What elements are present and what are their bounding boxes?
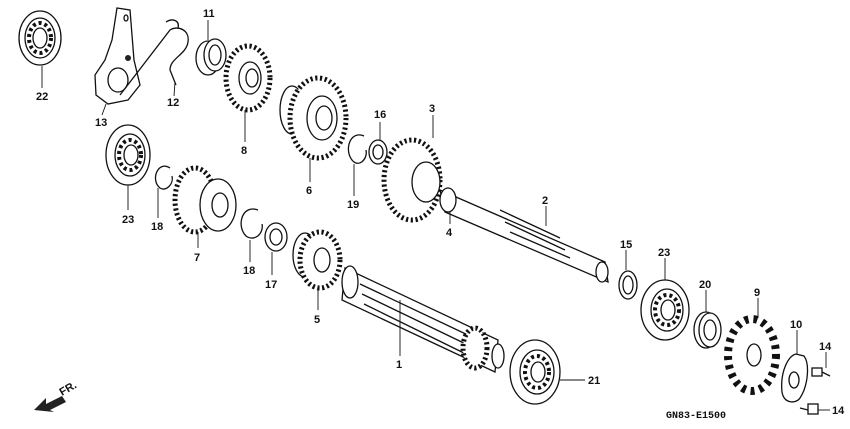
washer-15	[618, 270, 638, 300]
front-arrow-icon	[34, 396, 66, 412]
spring-12	[119, 19, 189, 96]
reference-code: GN83-E1500	[666, 411, 726, 422]
gear-6	[279, 75, 349, 161]
callout-2: 2	[542, 195, 548, 207]
snap-ring-18b	[240, 208, 263, 239]
sprocket-9	[724, 315, 780, 395]
callout-22: 22	[36, 91, 48, 103]
callout-19: 19	[347, 199, 359, 211]
callout-17: 17	[265, 279, 277, 291]
gear-8	[223, 43, 273, 113]
bearing-22	[18, 10, 62, 66]
callout-16: 16	[374, 109, 386, 121]
snap-ring-18a	[154, 165, 173, 190]
callout-18-upper: 18	[151, 221, 163, 233]
callout-21: 21	[588, 375, 600, 387]
bolt-14b	[799, 403, 819, 415]
callout-7: 7	[194, 252, 200, 264]
fixing-plate-10	[781, 353, 809, 403]
oil-seal-20	[693, 311, 722, 349]
washer-17	[264, 222, 288, 252]
callout-18-lower: 18	[243, 265, 255, 277]
callout-23-right: 23	[658, 247, 670, 259]
callout-5: 5	[314, 314, 320, 326]
callout-14-lower: 14	[832, 405, 845, 417]
direction-label: FR.	[58, 379, 79, 398]
callout-6: 6	[306, 185, 312, 197]
bearing-21	[509, 339, 561, 405]
gear-5	[292, 229, 343, 291]
callout-12: 12	[167, 97, 179, 109]
snap-ring-19	[347, 134, 367, 164]
lever-plate-13	[94, 7, 141, 105]
leader-lines	[41, 20, 830, 411]
callout-9: 9	[754, 287, 760, 299]
callout-11: 11	[203, 8, 215, 20]
callout-20: 20	[699, 279, 711, 291]
gear-7	[172, 165, 237, 235]
callout-23-left: 23	[122, 214, 134, 226]
washer-16	[368, 139, 388, 165]
bearing-23-left	[105, 124, 151, 186]
callout-4: 4	[446, 227, 453, 239]
bearing-23-right	[640, 279, 690, 341]
countershaft-2	[439, 187, 609, 284]
callout-3: 3	[429, 103, 435, 115]
callout-14-upper: 14	[819, 341, 832, 353]
collar-11	[195, 38, 227, 76]
callout-1: 1	[396, 359, 402, 371]
callout-10: 10	[790, 319, 802, 331]
gear-3	[381, 137, 443, 223]
bolt-14a	[811, 367, 831, 377]
callout-13: 13	[95, 117, 107, 129]
callout-8: 8	[241, 145, 247, 157]
mainshaft-1	[341, 265, 505, 373]
callout-15: 15	[620, 239, 632, 251]
